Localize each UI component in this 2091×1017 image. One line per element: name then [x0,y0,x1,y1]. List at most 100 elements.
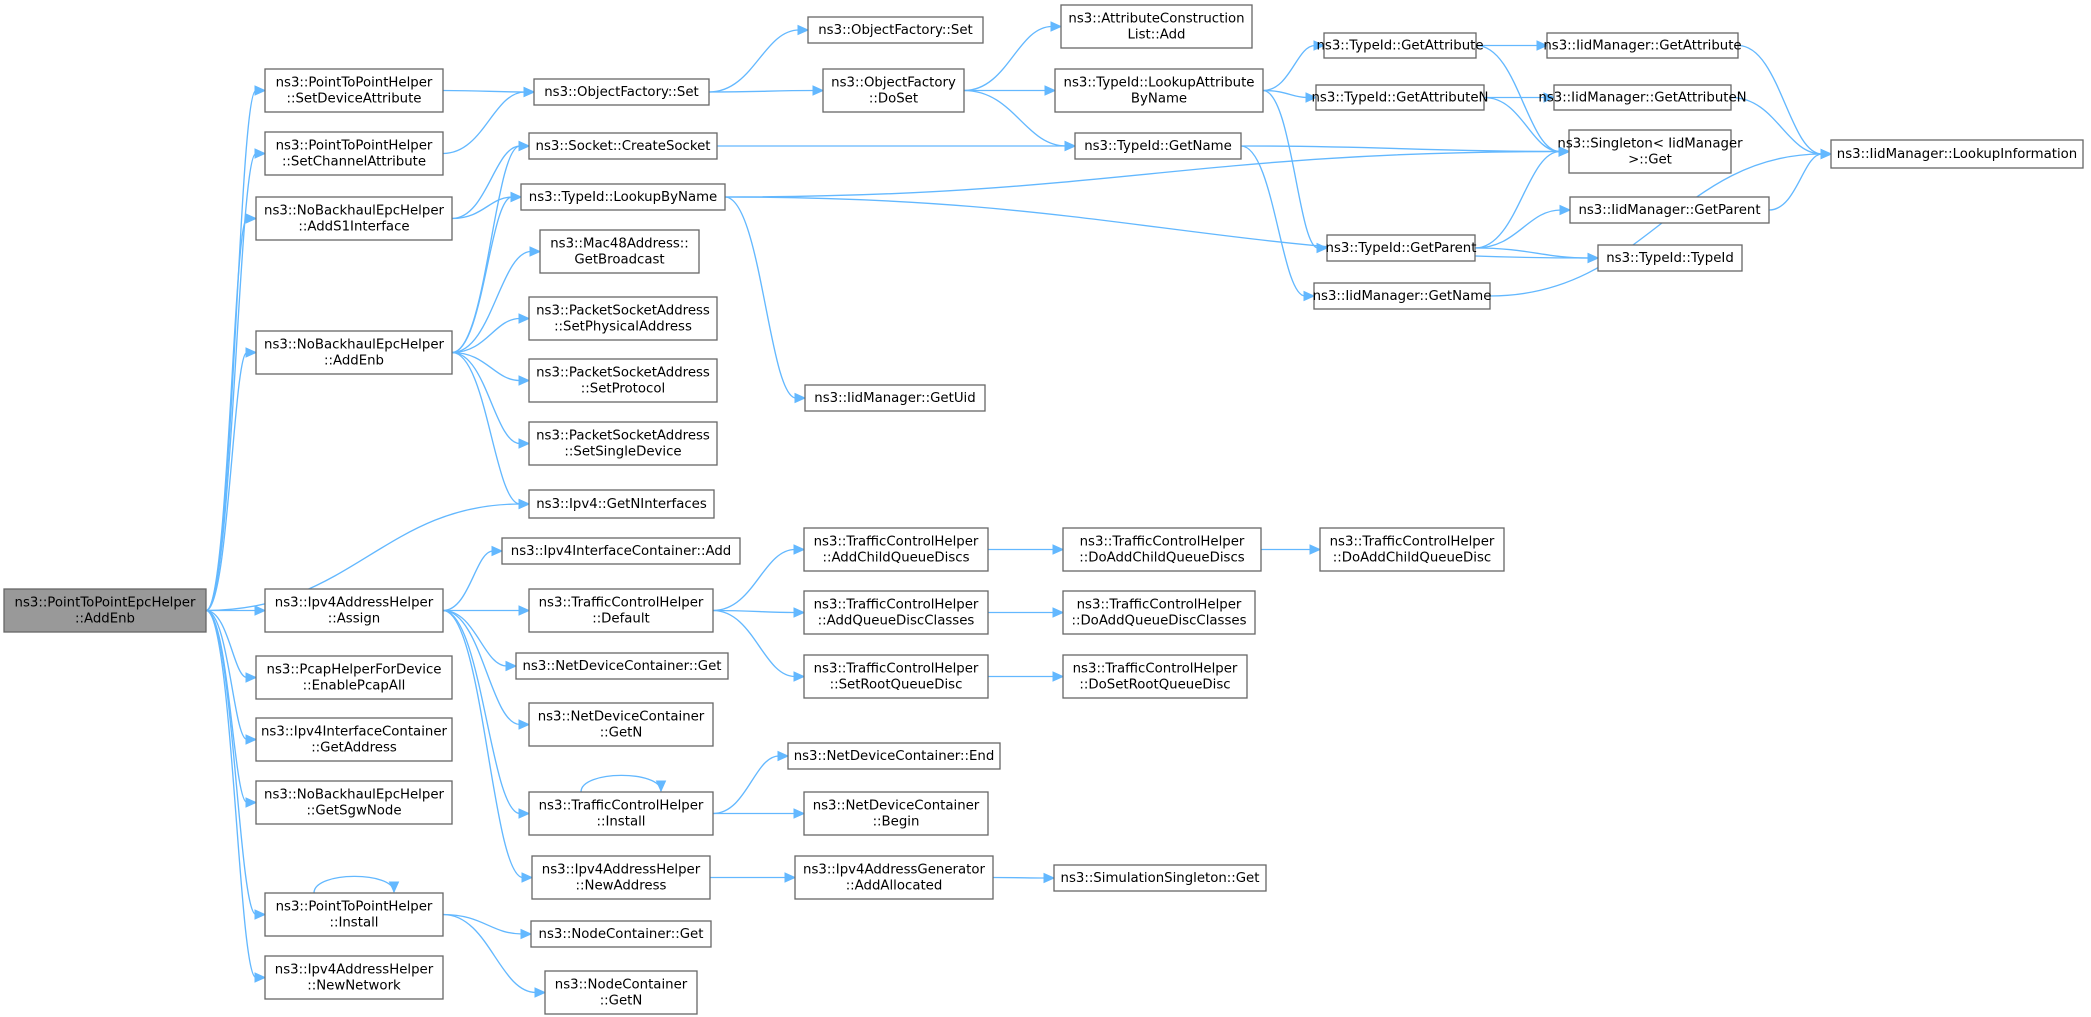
edge-tid-lookupbyname-to-singleton-get [724,146,1571,198]
edge-root-to-ipv4ah-newnet [205,609,267,983]
graph-node-root[interactable]: ns3::PointToPointEpcHelper::AddEnb [3,588,207,633]
graph-node-of-set[interactable]: ns3::ObjectFactory::Set [533,78,710,106]
graph-node-p2p-setch[interactable]: ns3::PointToPointHelper::SetChannelAttri… [264,131,444,176]
node-box [539,229,700,274]
node-box [803,654,989,699]
graph-node-pcap[interactable]: ns3::PcapHelperForDevice::EnablePcapAll [255,655,453,700]
edge-nbh-addenb-to-psa-setproto [451,351,531,386]
node-label: ns3::TrafficControlHelper [539,596,704,611]
graph-node-singleton-get[interactable]: ns3::Singleton< IidManager>::Get [1557,129,1743,174]
edge-root-to-ipv4ic-getaddr [205,609,258,745]
arrow-head [388,881,400,894]
graph-node-tch-dosetroot[interactable]: ns3::TrafficControlHelper::DoSetRootQueu… [1062,654,1248,699]
edge-tid-getattr-to-iid-getattr [1476,40,1549,51]
graph-node-ipv4-getn[interactable]: ns3::Ipv4::GetNInterfaces [528,489,715,519]
graph-node-ndc-get[interactable]: ns3::NetDeviceContainer::Get [515,652,729,680]
graph-node-iid-lookupinfo[interactable]: ns3::IidManager::LookupInformation [1830,139,2084,169]
graph-node-ndc-getn[interactable]: ns3::NetDeviceContainer::GetN [528,702,714,747]
node-label: ::GetAddress [311,741,397,756]
graph-node-psa-setphys[interactable]: ns3::PacketSocketAddress::SetPhysicalAdd… [528,296,718,341]
arrow-head [523,86,536,98]
graph-node-iid-getuid[interactable]: ns3::IidManager::GetUid [804,384,986,412]
node-label: ::Begin [873,815,920,830]
edge-of-doset-to-tid-lookupattr [963,85,1057,96]
graph-node-tch-default[interactable]: ns3::TrafficControlHelper::Default [528,588,714,633]
node-box [1569,196,1770,224]
graph-node-p2p-install[interactable]: ns3::PointToPointHelper::Install [264,892,444,937]
node-label: ::Default [592,612,650,627]
graph-node-iid-getattr[interactable]: ns3::IidManager::GetAttribute [1543,32,1742,59]
graph-node-psa-setproto[interactable]: ns3::PacketSocketAddress::SetProtocol [528,358,718,403]
graph-node-tch-doaddclasses[interactable]: ns3::TrafficControlHelper::DoAddQueueDis… [1062,590,1256,635]
graph-node-ipv4ah-newnet[interactable]: ns3::Ipv4AddressHelper::NewNetwork [264,955,444,1000]
arrow-head [1305,92,1318,103]
graph-node-tid-lookupbyname[interactable]: ns3::TypeId::LookupByName [520,183,726,211]
graph-node-tch-setroot[interactable]: ns3::TrafficControlHelper::SetRootQueueD… [803,654,989,699]
node-box [264,131,444,176]
node-label: ::SetProtocol [581,382,665,397]
graph-node-p2p-setdev[interactable]: ns3::PointToPointHelper::SetDeviceAttrib… [264,68,444,113]
graph-node-tch-addchild[interactable]: ns3::TrafficControlHelper::AddChildQueue… [803,527,989,572]
graph-node-tch-addclasses[interactable]: ns3::TrafficControlHelper::AddQueueDiscC… [803,590,989,635]
arrow-head [1050,21,1063,32]
edge-root-to-p2p-install [205,609,267,920]
graph-node-of-set2[interactable]: ns3::ObjectFactory::Set [807,16,984,44]
node-label: ns3::TrafficControlHelper [539,799,704,814]
graph-node-of-doset[interactable]: ns3::ObjectFactory::DoSet [822,68,965,113]
graph-node-psa-setsingle[interactable]: ns3::PacketSocketAddress::SetSingleDevic… [528,421,718,466]
graph-node-tid-typeid[interactable]: ns3::TypeId::TypeId [1597,244,1743,272]
node-box [533,78,710,106]
graph-node-tid-getattrn[interactable]: ns3::TypeId::GetAttributeN [1312,84,1489,111]
node-box [1315,84,1485,111]
node-label: List::Add [1128,28,1186,43]
node-label: ns3::TypeId::GetName [1084,139,1232,154]
graph-node-ipv4ic-add[interactable]: ns3::Ipv4InterfaceContainer::Add [501,537,741,565]
edge-line [442,550,494,612]
graph-node-tch-install[interactable]: ns3::TrafficControlHelper::Install [528,791,714,836]
arrow-head [1043,872,1056,884]
graph-node-tid-getname[interactable]: ns3::TypeId::GetName [1074,132,1242,160]
graph-node-mac48-bcast[interactable]: ns3::Mac48Address::GetBroadcast [539,229,700,274]
edge-of-set-to-of-set2 [708,24,810,93]
node-label: ns3::NetDeviceContainer::Get [523,659,722,674]
graph-node-nc-getn[interactable]: ns3::NodeContainer::GetN [544,970,698,1015]
graph-node-ipv4ah-newaddr[interactable]: ns3::Ipv4AddressHelper::NewAddress [531,855,711,900]
edge-line [1240,145,1561,153]
edge-tid-lookupattr-to-tid-getparent [1262,89,1329,254]
edge-line [1483,96,1561,153]
graph-node-ipv4ah-assign[interactable]: ns3::Ipv4AddressHelper::Assign [264,588,444,633]
edge-line [1737,44,1823,155]
edge-line [205,609,257,979]
graph-node-tch-doaddchild[interactable]: ns3::TrafficControlHelper::DoAddChildQue… [1319,527,1505,572]
node-box [1597,244,1743,272]
edge-tid-lookupattr-to-tid-getattr [1262,40,1326,92]
arrow-head [245,213,258,224]
node-label: ns3::NoBackhaulEpcHelper [264,204,444,219]
graph-node-simsingleton-get[interactable]: ns3::SimulationSingleton::Get [1053,864,1267,892]
graph-node-ndc-end[interactable]: ns3::NetDeviceContainer::End [787,742,1001,770]
edge-p2p-install-to-nc-get [442,913,533,940]
graph-node-ipv4ic-getaddr[interactable]: ns3::Ipv4InterfaceContainer::GetAddress [255,717,453,762]
graph-node-tid-getattr[interactable]: ns3::TypeId::GetAttribute [1316,32,1484,59]
node-box [264,892,444,937]
edge-line [451,196,513,220]
graph-node-nbh-addenb[interactable]: ns3::NoBackhaulEpcHelper::AddEnb [255,330,453,375]
graph-node-nbh-sgw[interactable]: ns3::NoBackhaulEpcHelper::GetSgwNode [255,780,453,825]
graph-node-nbh-adds1[interactable]: ns3::NoBackhaulEpcHelper::AddS1Interface [255,196,453,241]
edge-line [451,317,521,354]
edge-line [708,89,815,93]
graph-node-iid-getattrn[interactable]: ns3::IidManager::GetAttributeN [1538,84,1747,111]
graph-node-sock-create[interactable]: ns3::Socket::CreateSocket [528,132,718,160]
graph-node-iid-getparent[interactable]: ns3::IidManager::GetParent [1569,196,1770,224]
graph-node-ndc-begin[interactable]: ns3::NetDeviceContainer::Begin [803,791,989,836]
arrow-head [777,750,790,762]
graph-node-nc-get[interactable]: ns3::NodeContainer::Get [530,920,712,948]
graph-node-tch-doaddchilds[interactable]: ns3::TrafficControlHelper::DoAddChildQue… [1062,527,1262,572]
graph-node-iid-getname[interactable]: ns3::IidManager::GetName [1313,282,1492,310]
arrow-head [793,544,806,555]
graph-node-ipv4ag-addalloc[interactable]: ns3::Ipv4AddressGenerator::AddAllocated [794,855,994,900]
graph-node-tid-getparent[interactable]: ns3::TypeId::GetParent [1326,234,1477,262]
edge-line [1240,145,1306,297]
